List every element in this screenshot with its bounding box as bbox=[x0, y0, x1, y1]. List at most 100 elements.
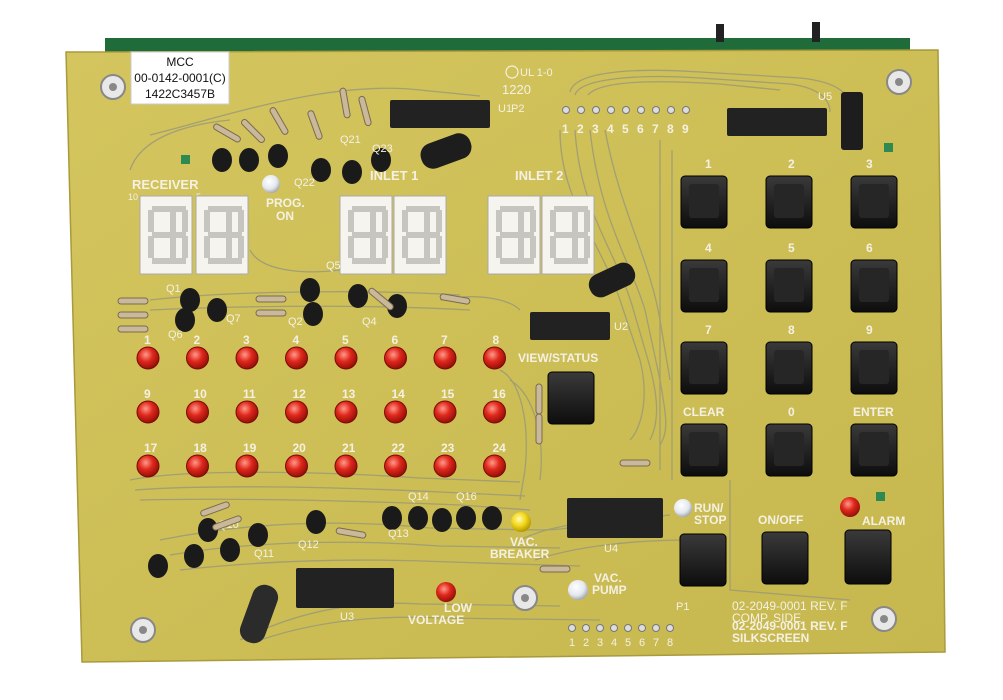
keypad-key[interactable]: CLEAR bbox=[680, 405, 728, 477]
led-number: 11 bbox=[243, 387, 256, 401]
red-led bbox=[483, 400, 506, 424]
led-indicator: 8 bbox=[483, 333, 506, 370]
segment bbox=[170, 236, 176, 258]
led-number: 24 bbox=[493, 441, 507, 455]
keypad-key[interactable]: 0 bbox=[765, 405, 813, 477]
led-number: 3 bbox=[243, 333, 250, 347]
keypad-key[interactable]: 6 bbox=[850, 241, 898, 313]
run-stop-control: RUN/ STOP bbox=[674, 499, 727, 587]
led-indicator: 23 bbox=[433, 441, 457, 478]
segment bbox=[406, 206, 424, 212]
transistor-label: Q5 bbox=[326, 260, 341, 272]
transistor bbox=[268, 144, 288, 168]
red-led bbox=[384, 400, 407, 424]
resistor bbox=[212, 515, 242, 531]
vac-breaker-indicator: VAC. BREAKER bbox=[490, 512, 550, 561]
led-indicator: 18 bbox=[186, 441, 209, 478]
led-indicator: 6 bbox=[384, 333, 407, 370]
segment bbox=[148, 236, 154, 258]
on-off-control: ON/OFF bbox=[758, 513, 809, 585]
view-status-label: VIEW/STATUS bbox=[518, 351, 598, 365]
keypad-key[interactable]: 3 bbox=[850, 157, 898, 229]
keypad-key-label: 4 bbox=[705, 241, 712, 255]
keypad-key[interactable]: 5 bbox=[765, 241, 813, 313]
screw-icon bbox=[521, 594, 529, 602]
led-indicator: 16 bbox=[483, 387, 506, 424]
ic-label-u2: U2 bbox=[614, 321, 628, 333]
segment bbox=[518, 210, 524, 232]
segment bbox=[352, 206, 370, 212]
segment bbox=[500, 258, 518, 264]
connector-pin-label: 4 bbox=[611, 637, 617, 649]
segment bbox=[436, 210, 442, 232]
transistor bbox=[303, 302, 323, 326]
keypad-key[interactable]: 7 bbox=[680, 323, 728, 395]
transistor-label: Q16 bbox=[456, 491, 477, 503]
seven-segment-digit bbox=[195, 195, 249, 275]
led-indicator: 3 bbox=[235, 333, 259, 370]
keypad-key[interactable]: 9 bbox=[850, 323, 898, 395]
keypad-key-label: 3 bbox=[866, 157, 873, 171]
connector-pin-label: 6 bbox=[637, 122, 644, 136]
red-led bbox=[285, 454, 308, 478]
transistor bbox=[198, 518, 218, 542]
seven-segment-digit bbox=[487, 195, 541, 275]
resistor bbox=[539, 565, 571, 573]
keypad-key[interactable]: 2 bbox=[765, 157, 813, 229]
transistor bbox=[184, 544, 204, 568]
red-led bbox=[285, 400, 308, 424]
part-number-block: 02-2049-0001 REV. F COMP. SIDE 02-2049-0… bbox=[732, 599, 848, 645]
connector-pin-label: 8 bbox=[667, 122, 674, 136]
led-number: 20 bbox=[293, 441, 307, 455]
test-pad bbox=[884, 143, 893, 152]
inlet2-label: INLET 2 bbox=[515, 168, 563, 183]
led-number: 23 bbox=[441, 441, 455, 455]
ic-label-u3: U3 bbox=[340, 611, 354, 623]
seven-segment-digit bbox=[393, 195, 447, 275]
segment bbox=[208, 232, 226, 238]
red-led bbox=[334, 400, 358, 424]
red-led bbox=[186, 454, 209, 478]
red-led bbox=[384, 454, 407, 478]
segment bbox=[208, 258, 226, 264]
red-led bbox=[433, 346, 457, 370]
segment bbox=[550, 236, 556, 258]
keypad-key[interactable]: 1 bbox=[680, 157, 728, 229]
run-stop-button[interactable] bbox=[679, 533, 727, 587]
keypad-key-label: 7 bbox=[705, 323, 712, 337]
resistor bbox=[619, 459, 651, 467]
sticker-line-3: 1422C3457B bbox=[145, 87, 215, 101]
prog-on-label-2: ON bbox=[276, 209, 294, 223]
ic-chip bbox=[727, 108, 827, 136]
led-indicator: 9 bbox=[136, 387, 160, 424]
alarm-button[interactable] bbox=[844, 529, 892, 585]
connector-pin-label: 9 bbox=[682, 122, 689, 136]
on-off-button[interactable] bbox=[761, 531, 809, 585]
test-pad bbox=[181, 155, 190, 164]
keypad-button-face bbox=[859, 350, 889, 384]
serial-sticker: MCC 00-0142-0001(C) 1422C3457B bbox=[130, 51, 230, 105]
transistor bbox=[300, 278, 320, 302]
keypad-key[interactable]: 4 bbox=[680, 241, 728, 313]
led-number: 13 bbox=[342, 387, 356, 401]
segment bbox=[238, 236, 244, 258]
keypad-key[interactable]: ENTER bbox=[850, 405, 898, 477]
segment bbox=[570, 206, 588, 212]
red-led bbox=[136, 346, 160, 370]
transistor-label: Q4 bbox=[362, 316, 377, 328]
red-led bbox=[186, 346, 209, 370]
segment bbox=[516, 258, 534, 264]
view-status-button[interactable] bbox=[547, 371, 595, 425]
segment bbox=[370, 210, 376, 232]
connector-pin bbox=[610, 624, 618, 632]
segment bbox=[204, 210, 210, 232]
alarm-control: ALARM bbox=[840, 497, 905, 585]
resistor bbox=[358, 95, 372, 127]
segment bbox=[422, 206, 440, 212]
segment bbox=[368, 258, 386, 264]
keypad-key-label: 2 bbox=[788, 157, 795, 171]
keypad-button-face bbox=[689, 268, 719, 302]
keypad-key[interactable]: 8 bbox=[765, 323, 813, 395]
segment bbox=[584, 210, 590, 232]
led-number: 19 bbox=[243, 441, 257, 455]
